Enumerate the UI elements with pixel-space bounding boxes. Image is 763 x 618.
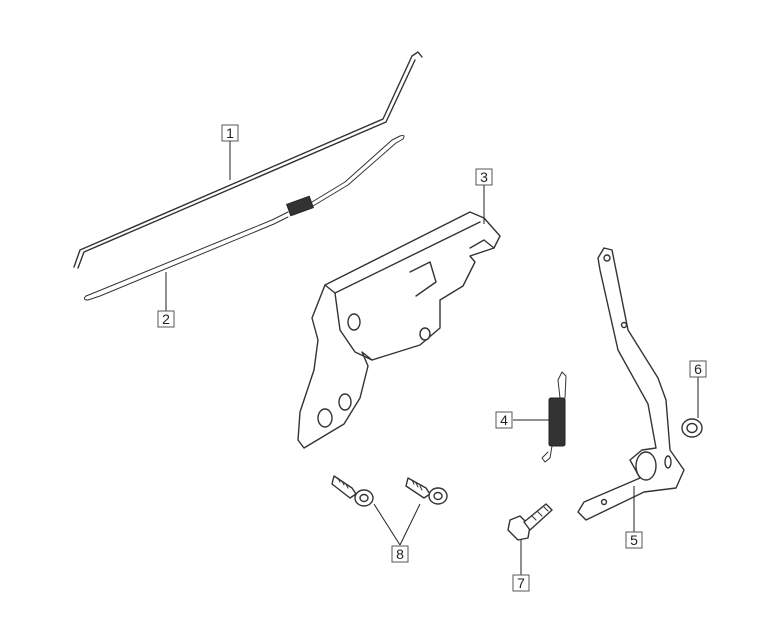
callout-6-label: 6 [694, 361, 702, 377]
callout-7-label: 7 [517, 575, 525, 591]
callout-8: 8 [391, 545, 409, 563]
callout-5-label: 5 [630, 532, 638, 548]
callout-8-label: 8 [396, 546, 404, 562]
callout-2: 2 [157, 310, 175, 328]
cable-spring-coil [286, 195, 314, 217]
callout-4: 4 [495, 411, 513, 429]
callout-5: 5 [625, 531, 643, 549]
part-2-cable [83, 134, 405, 301]
part-3-bracket [297, 211, 501, 449]
callout-4-label: 4 [500, 412, 508, 428]
part-8-screws [331, 475, 448, 507]
callout-3-label: 3 [480, 169, 488, 185]
spring-coil [548, 397, 566, 447]
leader-8a [373, 503, 401, 546]
leader-8b [399, 503, 421, 546]
callout-1: 1 [221, 124, 239, 142]
callout-1-label: 1 [226, 125, 234, 141]
part-5-lever [577, 247, 685, 521]
part-4-spring [541, 371, 567, 463]
callout-3: 3 [475, 168, 493, 186]
callout-7: 7 [512, 574, 530, 592]
callout-2-label: 2 [162, 311, 170, 327]
part-6-nut [681, 418, 703, 438]
part-1-rod [73, 51, 423, 269]
part-7-bolt [507, 503, 553, 541]
callout-6: 6 [689, 360, 707, 378]
leader-lines [165, 140, 699, 575]
